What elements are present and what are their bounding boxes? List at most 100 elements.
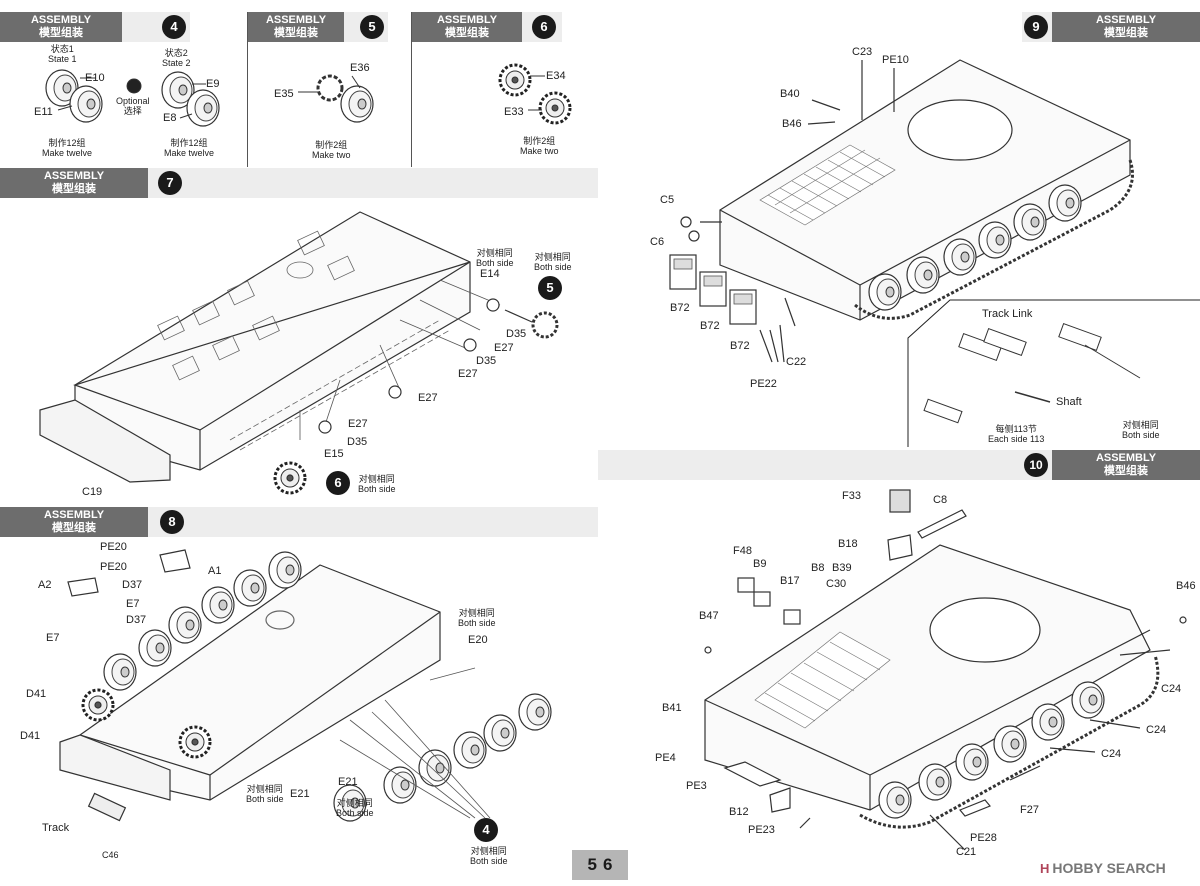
road-wheel-icon [168,606,202,644]
part-pe28: PE28 [970,832,997,844]
part-c5: C5 [660,194,675,206]
road-wheel-icon [878,781,912,819]
fuel-box-icon [699,271,727,307]
track-link-icon [923,398,963,424]
sprocket-icon [498,63,532,97]
road-wheel-icon [103,653,137,691]
road-wheel-icon [906,256,940,294]
road-wheel-icon [138,629,172,667]
part-c23: C23 [852,46,873,58]
page-number-left: 5 [587,855,597,874]
part-e10: E10 [85,72,105,84]
part-d35: D35 [347,436,368,448]
track-link-label: Track Link [982,308,1033,320]
fuel-box-icon [669,254,697,290]
part-e34: E34 [546,70,566,82]
part-d37: D37 [122,579,143,591]
step-number-10: 10 [1024,453,1048,477]
part-d35: D35 [506,328,527,340]
road-wheel-icon [943,238,977,276]
part-b9: B9 [753,558,767,570]
part-e27: E27 [494,342,514,354]
sub-step-6: 6 [326,471,350,495]
part-f27: F27 [1020,804,1039,816]
part-e21: E21 [338,776,358,788]
part-e27: E27 [458,368,478,380]
part-b41: B41 [662,702,682,714]
part-c24: C24 [1161,683,1182,695]
part-e20: E20 [468,634,488,646]
part-pe4: PE4 [655,752,676,764]
part-d41: D41 [20,730,41,742]
part-pe20: PE20 [100,561,127,573]
road-wheel-icon [1048,184,1082,222]
road-wheel-icon [868,273,902,311]
part-e15: E15 [324,448,344,460]
idler-wheel-icon [340,85,374,123]
step7-hull [39,211,559,495]
step-number-8: 8 [160,510,184,534]
part-e7: E7 [46,632,60,644]
optional-icon [126,78,142,94]
part-d35: D35 [476,355,497,367]
track-link-icon [983,327,1027,357]
part-c6: C6 [650,236,665,248]
track-link-icon [1058,322,1102,352]
part-b39: B39 [832,562,852,574]
step-number-6: 6 [532,15,556,39]
step5-art [298,74,374,123]
part-f33: F33 [842,490,861,502]
part-e14: E14 [480,268,500,280]
track-link-inset [907,299,1200,447]
fuel-box-icon [729,289,757,325]
step-number-9: 9 [1024,15,1048,39]
part-c46: C46 [102,850,119,860]
road-wheel-icon [418,749,452,787]
sprocket-icon [178,725,212,759]
part-a1: A1 [208,565,222,577]
part-e27: E27 [348,418,368,430]
part-b46: B46 [782,118,802,130]
road-wheel-icon [69,85,103,123]
part-f48: F48 [733,545,752,557]
road-wheel-icon [483,714,517,752]
part-b47: B47 [699,610,719,622]
part-pe20: PE20 [100,541,127,553]
part-c24: C24 [1146,724,1167,736]
shaft-label: Shaft [1056,396,1082,408]
part-pe3: PE3 [686,780,707,792]
part-pe10: PE10 [882,54,909,66]
divider [247,12,248,167]
road-wheel-icon [201,586,235,624]
part-b12: B12 [729,806,749,818]
part-b72: B72 [700,320,720,332]
sub-step-5: 5 [538,276,562,300]
part-c30: C30 [826,578,847,590]
logo-mark-icon: H [1040,861,1050,876]
part-track: Track [42,822,70,834]
part-c24: C24 [1101,748,1122,760]
page-number-right: 6 [603,855,613,874]
road-wheel-icon [453,731,487,769]
step4-art [45,69,220,127]
step6-art [498,63,572,125]
part-c21: C21 [956,846,977,858]
road-wheel-icon [978,221,1012,259]
part-b18: B18 [838,538,858,550]
